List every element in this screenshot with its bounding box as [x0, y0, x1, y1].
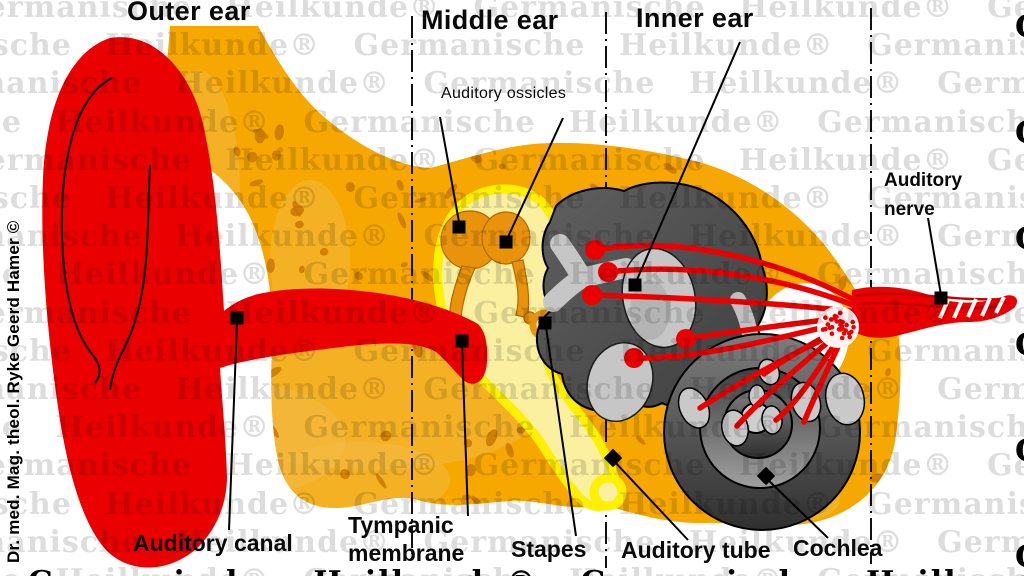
section-title-outer-ear: Outer ear: [127, 0, 251, 26]
label-tympanic-membrane: Tympanic membrane: [348, 512, 465, 566]
label-cochlea: Cochlea: [793, 535, 883, 561]
marker-cochlea: [756, 466, 776, 486]
watermark-edge-fragment: Germanische Heilkunde: [1015, 222, 1024, 260]
label-auditory-tube: Auditory tube: [621, 537, 771, 563]
marker-malleus: [452, 220, 466, 234]
marker-auditory-tube: [603, 448, 623, 468]
label-auditory-canal: Auditory canal: [133, 530, 293, 556]
watermark-edge-fragment: Germanische Heilkunde: [1015, 540, 1024, 576]
marker-tympanic-membrane: [455, 334, 469, 348]
auditory-tube-opening: [589, 473, 627, 511]
marker-auditory-nerve: [934, 291, 948, 305]
pinna-contour-1: [60, 77, 113, 384]
watermark-edge-fragment: Germanische Heilkunde: [1015, 10, 1024, 48]
label-auditory-nerve: Auditory nerve: [884, 170, 963, 220]
auditory-nerve-group: [582, 240, 1018, 429]
middle-ear-cavity: [433, 184, 621, 511]
watermark-edge-fragment: Germanische Heilkunde: [1015, 116, 1024, 154]
pinna-contour-2: [109, 164, 151, 391]
label-auditory-ossicles: Auditory ossicles: [441, 85, 567, 102]
section-title-inner-ear: Inner ear: [636, 3, 754, 33]
marker-stapes: [538, 316, 552, 330]
nerve-trunk: [852, 286, 1018, 338]
marker-semicircular-canals: [628, 278, 642, 292]
watermark-bottom-row: Germanische Heilkunde® Germanische Heilk…: [28, 565, 1024, 576]
marker-incus: [499, 235, 513, 249]
pinna-and-canal: [42, 37, 488, 568]
watermark-edge-fragment: Germanische Heilkunde: [1015, 328, 1024, 366]
copyright-text: Dr. med. Mag. theol. Ryke Geerd Hamer ©: [4, 220, 23, 564]
marker-auditory-canal: [230, 311, 244, 325]
label-stapes: Stapes: [511, 536, 587, 562]
section-title-middle-ear: Middle ear: [421, 5, 559, 35]
spiral-ganglion-dots: [820, 310, 856, 341]
watermark-edge-fragment: Germanische Heilkunde: [1015, 434, 1024, 472]
